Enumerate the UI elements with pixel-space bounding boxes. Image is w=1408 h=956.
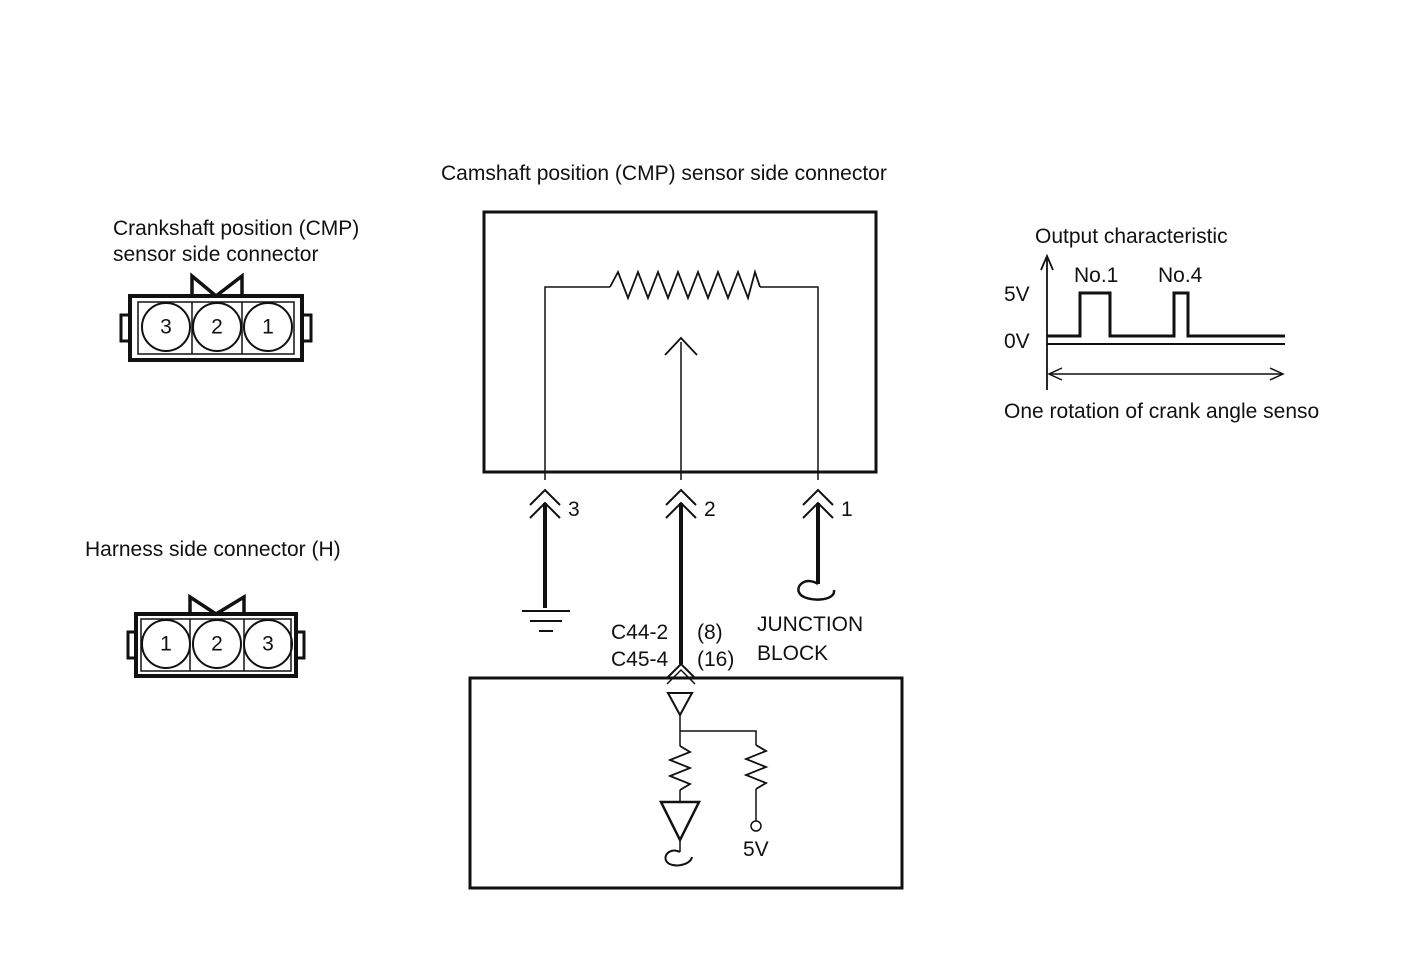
crank-connector-label-2: sensor side connector — [113, 243, 318, 266]
ecu-pin-c45-num: (16) — [697, 648, 734, 671]
wiper-arrow-icon — [664, 336, 698, 356]
output-characteristic-title: Output characteristic — [1035, 225, 1228, 248]
ground-icon — [522, 610, 570, 632]
crank-connector: 3 2 1 — [119, 272, 313, 362]
terminal-3: 3 — [529, 488, 580, 608]
output-waveform — [1047, 291, 1285, 338]
supply-terminal-icon — [750, 820, 762, 832]
terminal-1-label: 1 — [841, 498, 853, 521]
junction-block-label-2: BLOCK — [757, 642, 828, 665]
low-level-label: 0V — [1004, 330, 1030, 353]
high-level-label: 5V — [1004, 283, 1030, 306]
span-arrow-left-icon — [1047, 367, 1063, 381]
harness-connector: 1 2 3 — [126, 593, 306, 678]
pulse-label-no1: No.1 — [1074, 264, 1118, 287]
ecu-pin-c45: C45-4 — [611, 648, 669, 671]
output-characteristic: Output characteristic No.1 No.4 5V 0V On… — [1004, 225, 1319, 423]
diagram-title: Camshaft position (CMP) sensor side conn… — [441, 162, 887, 185]
terminal-2: 2 — [665, 488, 716, 664]
crank-pin-2: 2 — [211, 316, 223, 339]
supply-voltage-label: 5V — [743, 838, 769, 861]
splice-icon — [797, 579, 836, 601]
harness-connector-label: Harness side connector (H) — [85, 538, 341, 561]
terminal-2-label: 2 — [704, 498, 716, 521]
crank-pin-3: 3 — [160, 316, 172, 339]
harness-pin-1: 1 — [160, 633, 172, 656]
crank-connector-label-1: Crankshaft position (CMP) — [113, 217, 359, 240]
terminal-1: 1 — [797, 488, 853, 601]
span-label: One rotation of crank angle senso — [1004, 400, 1319, 423]
pullup-resistor-icon — [743, 744, 769, 790]
sensor-box — [482, 210, 878, 480]
ecu-pin-c44-num: (8) — [697, 621, 723, 644]
harness-pin-2: 2 — [211, 633, 223, 656]
ecu-splice-icon — [664, 849, 693, 867]
span-arrow-right-icon — [1269, 367, 1285, 381]
junction-block-label-1: JUNCTION — [757, 613, 863, 636]
ecu-resistor-left-icon — [667, 745, 693, 791]
harness-pin-3: 3 — [262, 633, 274, 656]
ecu-box: 5V — [468, 676, 904, 890]
buffer-icon — [666, 692, 694, 718]
y-axis-arrow-icon — [1040, 253, 1054, 271]
ecu-pin-c44: C44-2 — [611, 621, 668, 644]
terminal-3-label: 3 — [568, 498, 580, 521]
resistor-icon — [609, 268, 761, 301]
pulse-label-no4: No.4 — [1158, 264, 1203, 287]
crank-pin-1: 1 — [262, 316, 274, 339]
comparator-icon — [658, 800, 702, 843]
